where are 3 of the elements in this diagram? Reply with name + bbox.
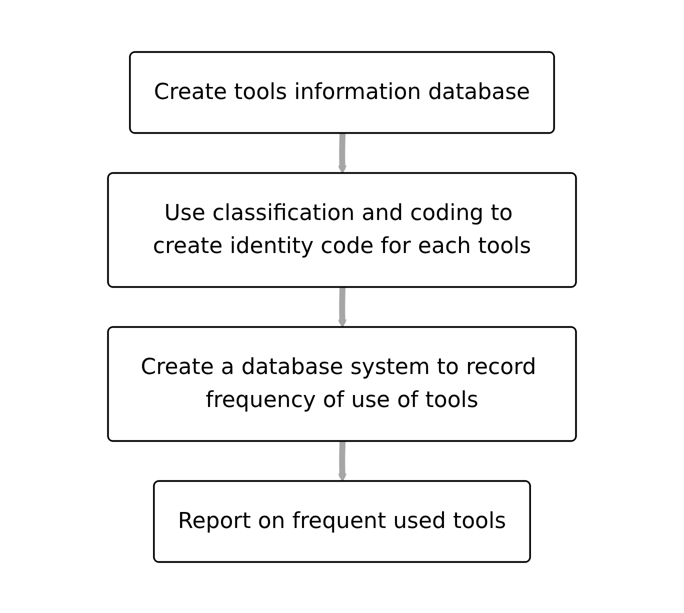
arrow — [338, 286, 347, 328]
arrow — [338, 440, 347, 482]
arrow — [338, 132, 347, 174]
